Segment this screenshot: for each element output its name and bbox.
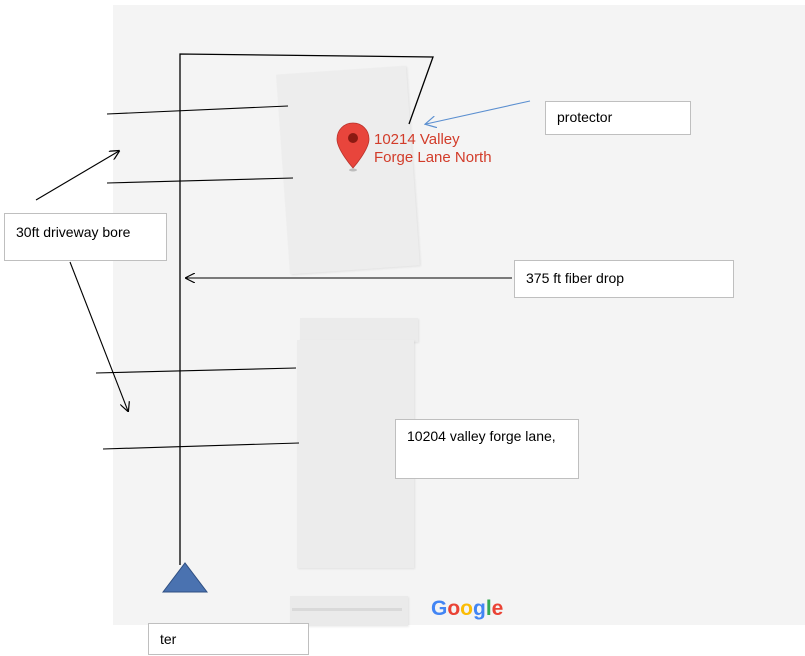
- neighbor-address-callout: 10204 valley forge lane,: [395, 419, 579, 479]
- building-10204-roof: [300, 318, 418, 342]
- property-lines: [95, 105, 300, 450]
- fiber-route: [179, 53, 434, 565]
- google-logo: Google: [431, 597, 504, 620]
- protector-arrow: [426, 100, 531, 124]
- building-south-edge: [292, 608, 402, 611]
- terminal-triangle-icon[interactable]: [161, 562, 209, 593]
- terminal-callout: ter: [148, 623, 309, 655]
- fiber-drop-callout: 375 ft fiber drop: [514, 260, 734, 298]
- building-10204: [297, 340, 414, 568]
- building-south: [290, 596, 408, 626]
- bore-arrows: [35, 151, 128, 411]
- protector-callout: protector: [545, 101, 691, 135]
- map-pin-icon[interactable]: [336, 122, 370, 172]
- driveway-bore-callout: 30ft driveway bore: [4, 213, 167, 261]
- pin-address-label: 10214 Valley Forge Lane North: [374, 131, 492, 166]
